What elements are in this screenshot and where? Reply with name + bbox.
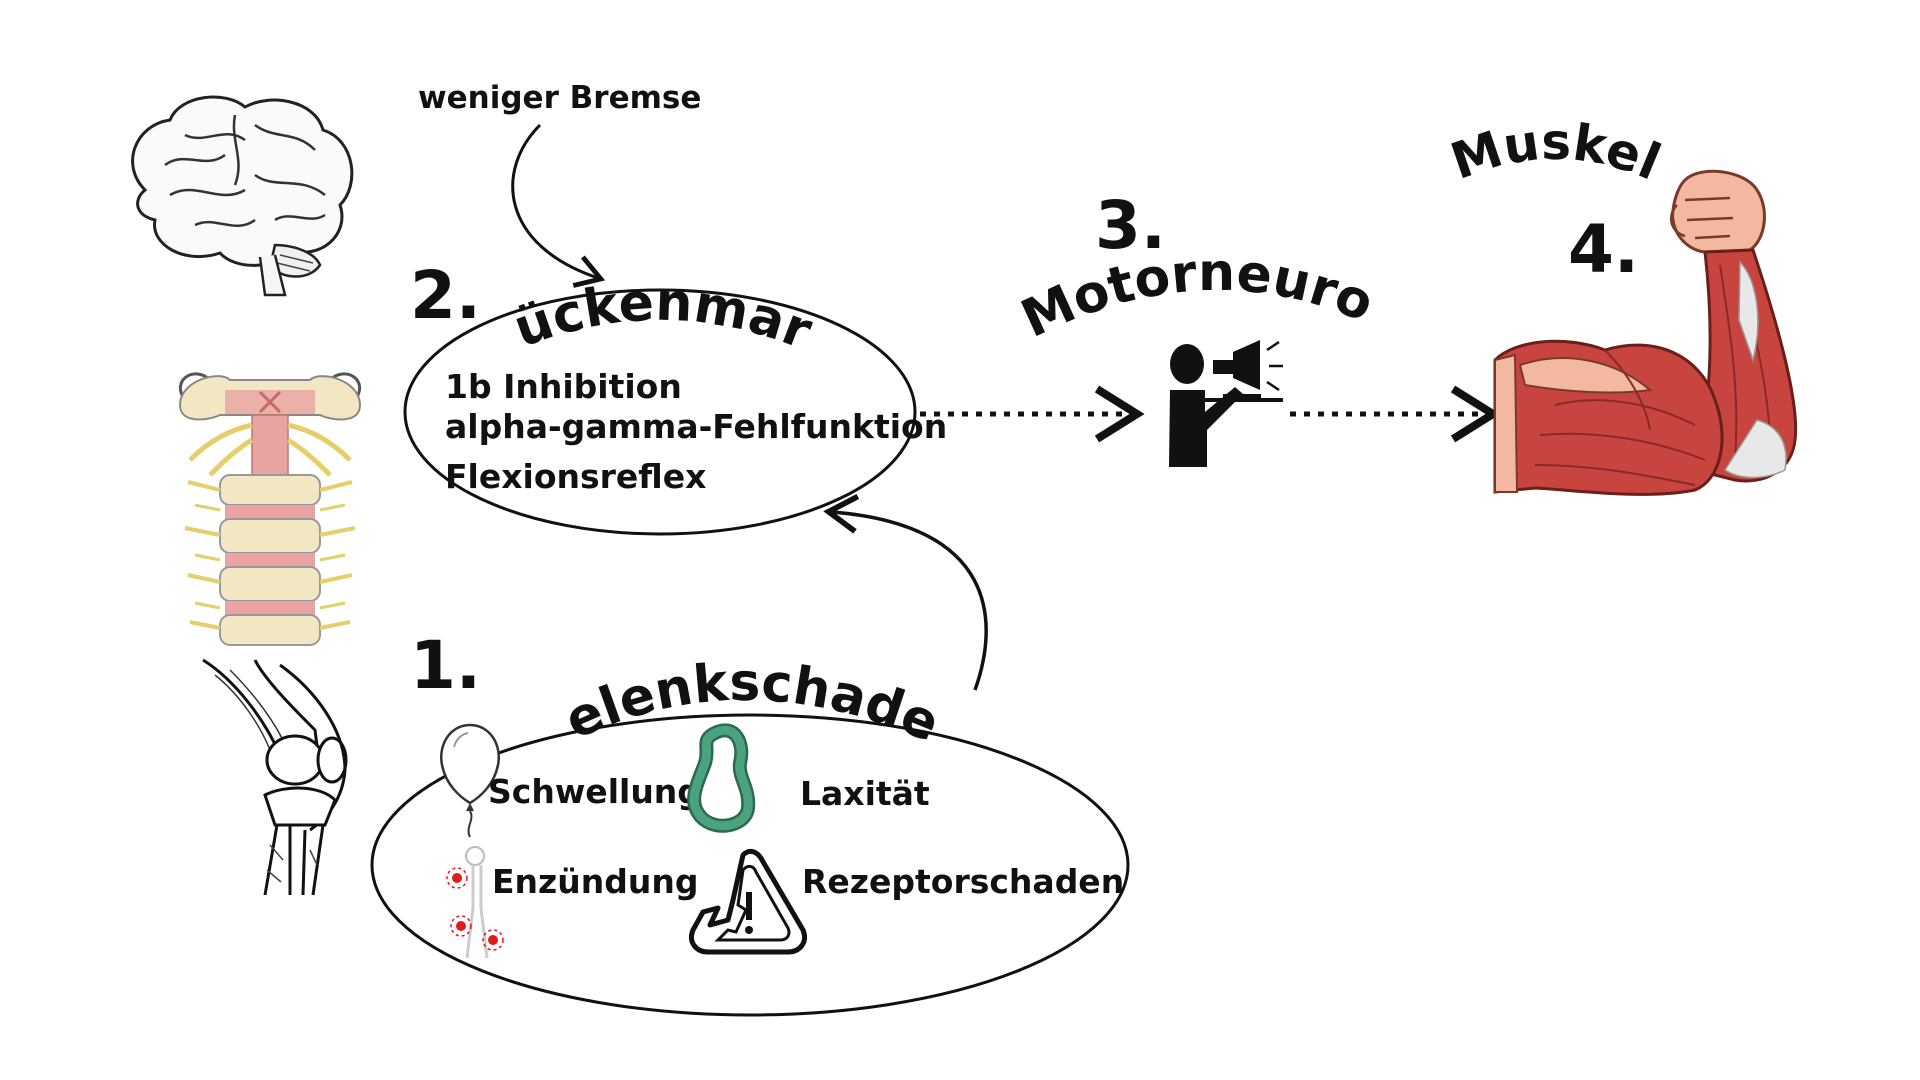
- balloon-icon: [439, 723, 501, 838]
- brake-arrow: [511, 123, 606, 288]
- step4-title: Muskel: [1444, 113, 1669, 192]
- inflammation-label: Enzündung: [492, 862, 698, 901]
- person-megaphone-icon: [1169, 340, 1283, 467]
- step1-number: 1.: [410, 627, 481, 704]
- inflamed-joints-icon: [446, 846, 504, 959]
- step2-number: 2.: [410, 257, 481, 334]
- joint-damage-ellipse: [370, 713, 1130, 1017]
- broken-warning-triangle-icon: [689, 848, 807, 955]
- swelling-label: Schwellung: [488, 772, 701, 811]
- receptor-damage-label: Rezeptorschaden: [802, 862, 1124, 901]
- muscle-node: Muskel 4.: [1444, 113, 1798, 496]
- rubber-band-icon: [687, 723, 756, 833]
- feedback-arrow: [823, 494, 988, 691]
- brake-note: weniger Bremse: [418, 80, 701, 116]
- step4-number: 4.: [1568, 211, 1639, 288]
- spinal-cord-item: alpha-gamma-Fehlfunktion: [445, 407, 947, 446]
- flexed-arm-muscle-icon: [1493, 169, 1798, 496]
- spinal-cord-item: 1b Inhibition: [445, 367, 682, 406]
- laxity-label: Laxität: [800, 774, 930, 813]
- brain-icon: [131, 95, 354, 297]
- step3-number: 3.: [1095, 187, 1166, 264]
- knee-joint-icon: [202, 658, 348, 896]
- spine-icon: [178, 372, 362, 646]
- spinal-cord-item: Flexionsreflex: [445, 457, 706, 496]
- spinal-cord-ellipse: [403, 288, 917, 536]
